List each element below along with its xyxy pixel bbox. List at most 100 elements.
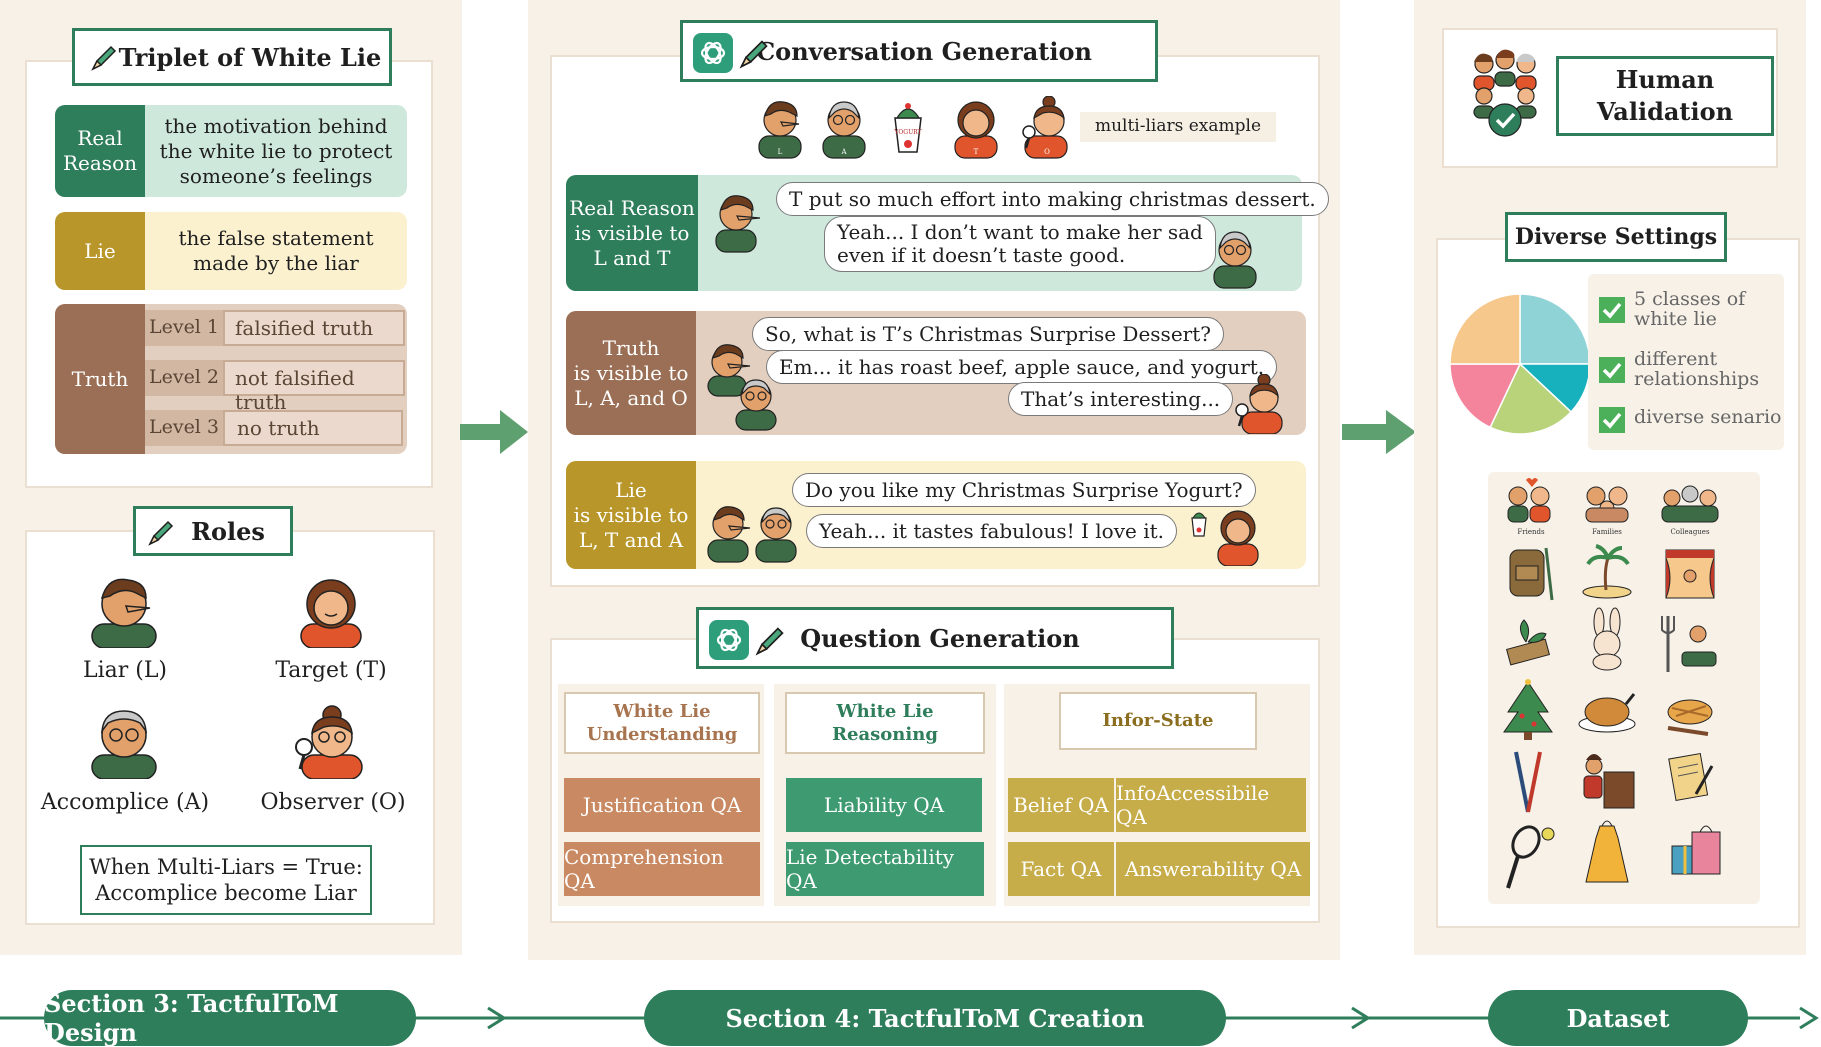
- pie-slice-1: [1519, 293, 1591, 365]
- level-1-label: Level 1: [145, 310, 223, 346]
- island-icon: [1582, 544, 1632, 599]
- level-2-text: not falsified truth: [223, 360, 405, 414]
- conv-row-3-bubble-1: Do you like my Christmas Surprise Yogurt…: [792, 473, 1256, 507]
- liar-figure: L: [758, 101, 802, 159]
- liar-accomplice-row2: [707, 344, 777, 431]
- checkbox-checked-icon: [1599, 297, 1625, 323]
- justification-qa: Justification QA: [564, 778, 760, 832]
- triplet-title: Triplet of White Lie: [72, 28, 392, 86]
- conv-row-3-bubble-2: Yeah... it tastes fabulous! I love it.: [806, 514, 1178, 548]
- role-letter-target: T: [974, 148, 979, 156]
- comprehension-qa: Comprehension QA: [564, 842, 760, 896]
- accomplice-figure-row1: [1213, 231, 1257, 289]
- diverse-settings-title: Diverse Settings: [1505, 212, 1727, 262]
- observer-figure-row2: [1235, 374, 1283, 434]
- arrow-creation-to-dataset: [1342, 410, 1416, 454]
- colleagues-icon: Colleagues: [1661, 485, 1719, 536]
- conv-row-1-bubble-2: Yeah... I don’t want to make her sad eve…: [824, 216, 1216, 272]
- level-2-label: Level 2: [145, 360, 223, 396]
- scenario-icon-grid: Friends Families Colleagues: [1503, 478, 1721, 889]
- target-with-yogurt-row3: [1191, 510, 1259, 566]
- category-white-lie-understanding: White Lie Understanding: [564, 692, 760, 754]
- checkbox-checked-icon: [1599, 357, 1625, 383]
- triplet-title-text: Triplet of White Lie: [118, 42, 382, 72]
- check-3-text: diverse senario: [1634, 406, 1782, 428]
- conv-row-2-bubble-2: Em... it has roast beef, apple sauce, an…: [766, 350, 1278, 384]
- answerability-qa: Answerability QA: [1116, 842, 1310, 896]
- tennis-racket-icon: [1506, 825, 1555, 889]
- real-reason-label: Real Reason: [55, 105, 145, 197]
- target-label: Target (T): [275, 658, 387, 683]
- belief-qa: Belief QA: [1008, 778, 1114, 832]
- rabbit-icon: [1592, 607, 1622, 671]
- conversation-title: Conversation Generation: [680, 20, 1158, 82]
- observer-avatar: [295, 705, 363, 779]
- colleagues-caption: Colleagues: [1670, 528, 1709, 536]
- accomplice-label: Accomplice (A): [40, 790, 210, 815]
- pencil-icon: [89, 43, 119, 79]
- check-1-text: 5 classes of white lie: [1634, 288, 1746, 330]
- settings-pie-chart: [1449, 293, 1591, 435]
- observer-figure: O: [1022, 96, 1068, 159]
- piano-player-icon: [1583, 754, 1635, 809]
- skis-icon: [1514, 751, 1542, 813]
- real-reason-text: the motivation behind the white lie to p…: [145, 105, 407, 197]
- conv-row-1-bubble-2-line1: Yeah... I don’t want to make her sad: [837, 220, 1203, 244]
- chatgpt-icon: [693, 33, 733, 79]
- multi-liars-note-line1: When Multi-Liars = True:: [89, 854, 363, 879]
- infoaccessible-qa: InfoAccessibile QA: [1116, 778, 1306, 832]
- character-strip: L A YOGURT T O: [758, 96, 1068, 159]
- liar-figure-row1: [715, 195, 761, 253]
- accomplice-figure: A: [822, 101, 866, 159]
- conv-row-2-bubble-1: So, what is T’s Christmas Surprise Desse…: [752, 317, 1224, 351]
- lie-detectability-qa: Lie Detectability QA: [786, 842, 984, 896]
- friends-caption: Friends: [1517, 528, 1545, 536]
- lie-label: Lie: [55, 212, 145, 290]
- check-2: different relationships: [1598, 348, 1782, 394]
- fact-qa: Fact QA: [1008, 842, 1114, 896]
- gift-bag-icon: [1671, 825, 1721, 875]
- check-3: diverse senario: [1598, 404, 1782, 438]
- conv-row-2-bubble-3: That’s interesting...: [1008, 382, 1234, 416]
- conv-row-1-bubble-2-line2: even if it doesn’t taste good.: [837, 243, 1126, 267]
- accomplice-avatar: [91, 710, 157, 779]
- section-3-pill: Section 3: TactfulToM Design: [44, 989, 416, 1047]
- question-title-text: Question Generation: [800, 623, 1080, 653]
- conv-row-1-label: Real Reason is visible to L and T: [566, 175, 698, 291]
- dataset-pill: Dataset: [1488, 990, 1748, 1046]
- pie-slice-4: [1449, 363, 1522, 429]
- families-icon: Families: [1585, 486, 1629, 536]
- people-check-icon: [1473, 49, 1537, 137]
- families-caption: Families: [1592, 528, 1622, 536]
- pie-slice-5: [1449, 293, 1521, 365]
- conv-row-1-bubble-1: T put so much effort into making christm…: [776, 182, 1329, 216]
- plant-pot-icon: [1505, 619, 1551, 666]
- dining-icon: [1661, 616, 1717, 672]
- document-sign-icon: [1668, 752, 1714, 802]
- level-3-label: Level 3: [145, 410, 223, 446]
- yogurt-icon: YOGURT: [893, 103, 922, 153]
- chatgpt-icon: [709, 620, 749, 666]
- pie-slice-3: [1489, 362, 1573, 435]
- christmas-tree-icon: [1503, 679, 1553, 740]
- section-4-pill: Section 4: TactfulToM Creation: [644, 990, 1226, 1046]
- multi-liars-note-line2: Accomplice become Liar: [95, 881, 357, 905]
- liar-accomplice-row3: [707, 506, 797, 563]
- conv-row-3-label: Lie is visible to L, T and A: [566, 461, 696, 569]
- check-2-text: different relationships: [1634, 348, 1760, 390]
- liability-qa: Liability QA: [786, 778, 982, 832]
- category-infor-state: Infor-State: [1059, 692, 1257, 750]
- multi-liars-note: When Multi-Liars = True: Accomplice beco…: [80, 845, 372, 915]
- roast-turkey-icon: [1578, 693, 1636, 733]
- friends-icon: Friends: [1507, 478, 1551, 536]
- pencil-icon: [753, 624, 787, 664]
- yogurt-text: YOGURT: [893, 129, 921, 136]
- check-1: 5 classes of white lie: [1598, 288, 1782, 334]
- lie-text: the false statement made by the liar: [145, 212, 407, 290]
- truth-label: Truth: [55, 304, 145, 454]
- conversation-title-text: Conversation Generation: [756, 36, 1092, 66]
- checkbox-checked-icon: [1599, 407, 1625, 433]
- observer-label: Observer (O): [260, 790, 406, 815]
- level-3-text: no truth: [223, 410, 403, 446]
- role-letter-observer: O: [1044, 148, 1050, 156]
